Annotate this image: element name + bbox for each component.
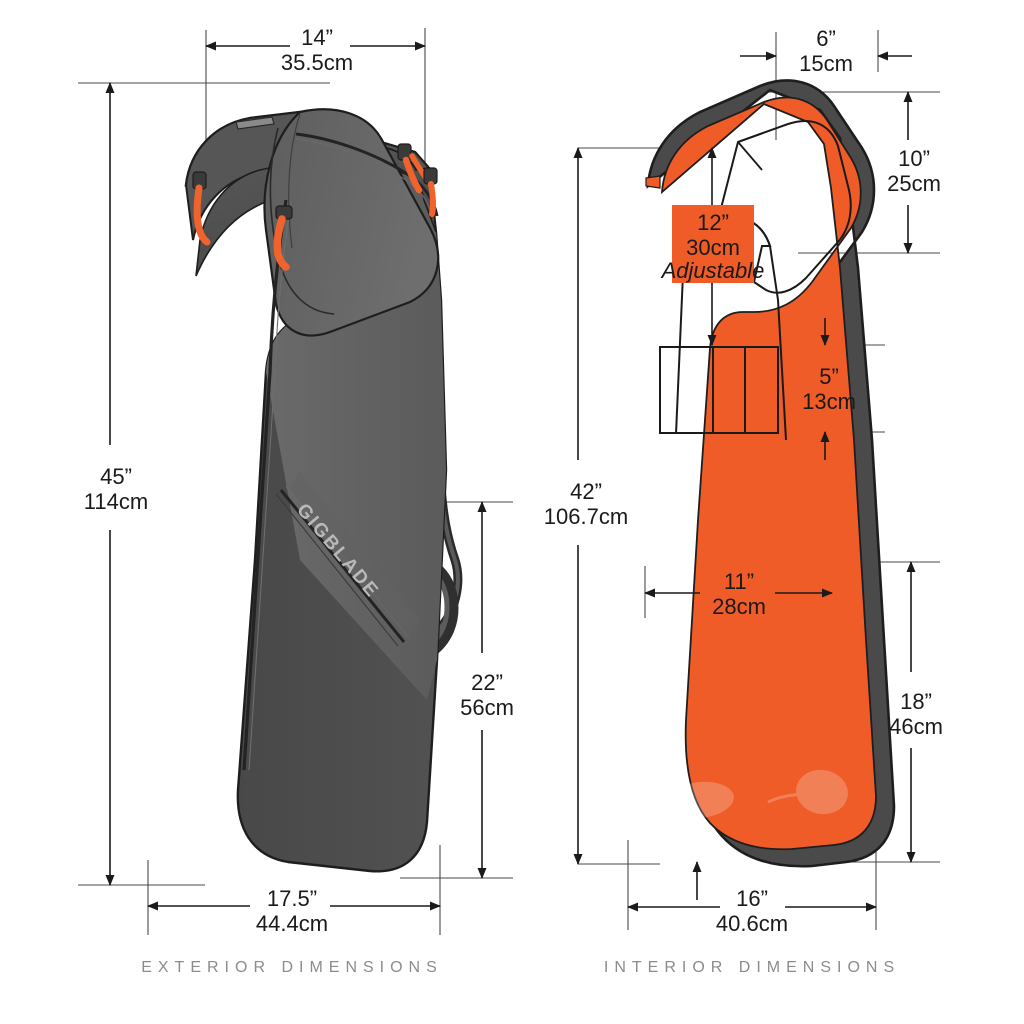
dim-label-28cm: 28cm xyxy=(712,594,766,619)
dimension-exterior-bottom-width: 17.5” 44.4cm xyxy=(147,886,441,936)
dimension-interior-height: 42” 106.7cm xyxy=(544,147,628,865)
dimension-interior-neck-rest: 12” 30cm Adjustable xyxy=(660,147,765,346)
exterior-bag-illustration: GIGBLADE xyxy=(184,108,463,873)
bag-top-cap xyxy=(263,108,440,337)
diagonal-seam-outer xyxy=(275,493,399,647)
dimension-exterior-top-width: 14” 35.5cm xyxy=(205,25,426,75)
dim-label-444cm: 44.4cm xyxy=(256,911,328,936)
dim-label-14in: 14” xyxy=(301,25,333,50)
dim-label-5in: 5” xyxy=(819,364,839,389)
dimension-exterior-height: 45” 114cm xyxy=(84,82,148,886)
caption-interior: INTERIOR DIMENSIONS xyxy=(604,959,900,976)
dim-label-42in: 42” xyxy=(570,479,602,504)
top-tab xyxy=(235,116,275,130)
dim-label-114cm: 114cm xyxy=(84,489,148,514)
dim-label-12in: 12” xyxy=(697,210,729,235)
dimension-interior-pocket-height: 5” 13cm xyxy=(802,318,856,460)
dimension-interior-lower-bout-height: 18” 46cm xyxy=(889,561,943,863)
caption-exterior: EXTERIOR DIMENSIONS xyxy=(141,959,443,976)
dim-label-30cm: 30cm xyxy=(686,235,740,260)
interior-bag-illustration xyxy=(631,79,896,868)
dim-label-6in: 6” xyxy=(816,26,836,51)
dim-label-adjustable: Adjustable xyxy=(660,258,765,283)
dimension-exterior-lower-height: 22” 56cm xyxy=(460,501,514,879)
dim-label-13cm: 13cm xyxy=(802,389,856,414)
dim-label-18in: 18” xyxy=(900,689,932,714)
dim-label-406cm: 40.6cm xyxy=(716,911,788,936)
front-zipper-track-inner xyxy=(248,201,292,771)
dimension-interior-bottom-width: 16” 40.6cm xyxy=(627,886,877,936)
dimension-interior-headstock-offset: 6” 15cm xyxy=(740,26,912,76)
top-cap-seam-2 xyxy=(288,113,301,249)
lower-bout-shading xyxy=(631,769,848,819)
exterior-panel: GIGBLADE xyxy=(78,25,514,976)
zipper-pull-top-right xyxy=(397,143,433,194)
dim-label-22in: 22” xyxy=(471,670,503,695)
dimension-interior-waist-width: 11” 28cm xyxy=(644,569,833,619)
dim-label-46cm: 46cm xyxy=(889,714,943,739)
dim-label-15cm: 15cm xyxy=(799,51,853,76)
logo-panel xyxy=(288,472,420,640)
dim-label-16in: 16” xyxy=(736,886,768,911)
zipper-pull-front xyxy=(273,205,293,271)
accessory-pocket xyxy=(659,346,779,434)
dim-label-355cm: 35.5cm xyxy=(281,50,353,75)
dim-label-11in: 11” xyxy=(724,569,754,594)
diagonal-seam xyxy=(279,489,406,643)
dim-label-25cm: 25cm xyxy=(887,171,941,196)
dimension-interior-headstock-height: 10” 25cm xyxy=(887,91,941,254)
dim-label-175in: 17.5” xyxy=(267,886,317,911)
interior-panel: 6” 15cm 10” 25cm 12” 30cm Adjustable xyxy=(544,26,943,976)
interior-orange-lining xyxy=(660,96,877,851)
dim-label-1067cm: 106.7cm xyxy=(544,504,628,529)
headstock-pocket-outline xyxy=(716,120,852,294)
zipper-pull-right xyxy=(423,167,438,217)
dim-label-56cm: 56cm xyxy=(460,695,514,720)
dim-label-10in: 10” xyxy=(898,146,930,171)
top-zipper-track-inner xyxy=(295,138,433,217)
headstock-fold-line xyxy=(737,141,763,171)
dim-label-45in: 45” xyxy=(100,464,132,489)
zipper-pull-top-left xyxy=(192,171,211,246)
interior-side-tab xyxy=(645,175,661,189)
